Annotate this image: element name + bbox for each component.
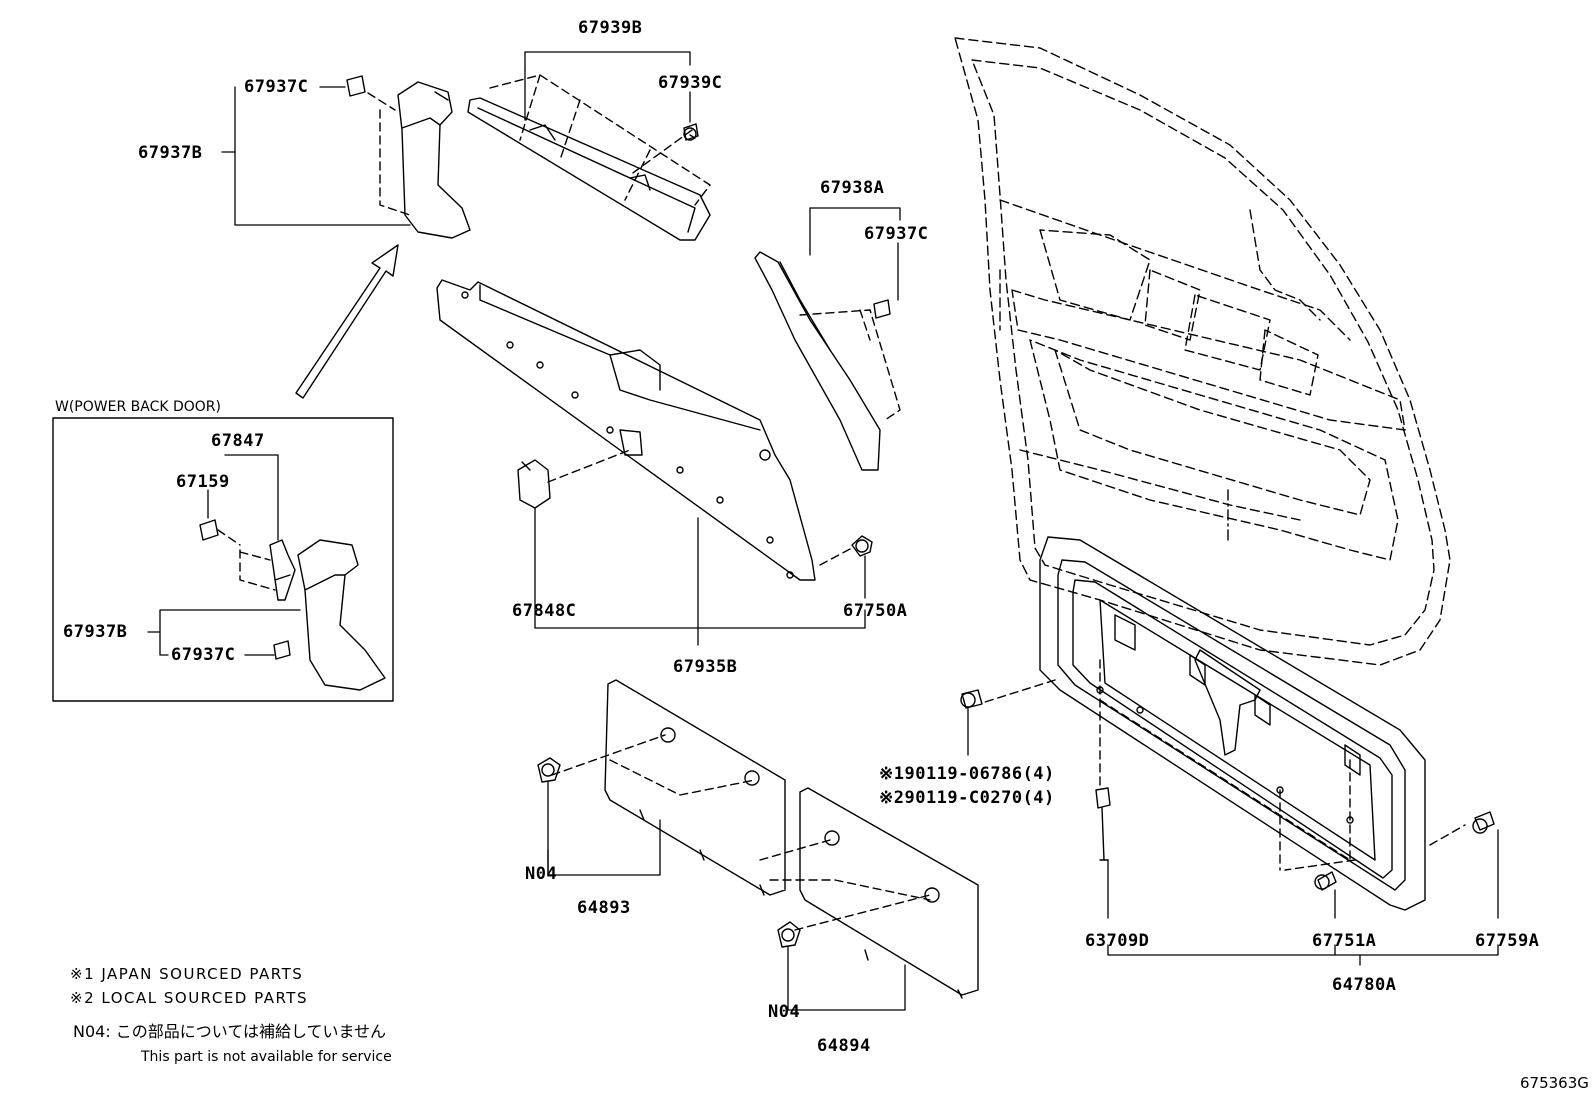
- label-67159: 67159: [176, 472, 230, 492]
- label-67938A: 67938A: [820, 178, 885, 198]
- label-90119-06786: ※190119-06786(4): [879, 764, 1055, 784]
- back-door-lower-board: [1039, 536, 1426, 911]
- clip-67937C-top: [346, 75, 366, 97]
- cable-63709D: [1095, 787, 1111, 861]
- direction-arrow: [295, 244, 399, 399]
- board-64893-dashed: [551, 734, 756, 796]
- label-N04-left: N04: [525, 864, 558, 884]
- board-dashed-guides: [984, 659, 1466, 871]
- label-67751A: 67751A: [1312, 931, 1377, 951]
- label-67937C-top: 67937C: [244, 77, 309, 97]
- lower-trim-dashed: [547, 449, 631, 483]
- label-67937B-inset: 67937B: [63, 622, 128, 642]
- label-67847: 67847: [211, 431, 265, 451]
- clip-N04-left: [537, 757, 561, 783]
- inset-side-garnish: [297, 539, 386, 691]
- note-n04-english: This part is not available for service: [141, 1049, 392, 1065]
- inset-title: W(POWER BACK DOOR): [55, 399, 221, 415]
- lower-trim-67935B: [436, 279, 816, 581]
- label-90119-C0270: ※290119-C0270(4): [879, 788, 1055, 808]
- clip-N04-right: [777, 921, 801, 948]
- back-door-panel: [954, 37, 1451, 666]
- board-64894-dashed: [759, 839, 931, 931]
- label-67939C: 67939C: [658, 73, 723, 93]
- inset-clip-67159: [199, 519, 219, 541]
- side-garnish-67938A-dashed: [799, 309, 901, 421]
- clip-67750A-dashed: [819, 547, 853, 566]
- inset-box: [52, 417, 394, 702]
- label-63709D: 63709D: [1085, 931, 1150, 951]
- label-67937C-mid: 67937C: [864, 224, 929, 244]
- clip-67751A: [1314, 871, 1337, 891]
- board-64894: [799, 787, 979, 999]
- label-67939B: 67939B: [578, 18, 643, 38]
- inset-bracket-67847: [269, 539, 296, 601]
- side-garnish-67938A: [754, 251, 881, 471]
- side-garnish-67937B-top: [397, 81, 471, 239]
- label-N04-right: N04: [768, 1002, 801, 1022]
- label-64894: 64894: [817, 1036, 871, 1056]
- inset-clip-67937C: [273, 640, 291, 660]
- clip-67750A: [851, 535, 873, 557]
- note-n04-japanese: N04: この部品については補給していません: [73, 1022, 387, 1041]
- label-64893: 64893: [577, 898, 631, 918]
- label-67935B: 67935B: [673, 657, 738, 677]
- side-garnish-dashed-top: [367, 92, 411, 216]
- upper-garnish-dashed: [489, 74, 711, 206]
- label-64780A: 64780A: [1332, 975, 1397, 995]
- clip-67939C: [683, 123, 699, 141]
- cap-67848C: [517, 459, 551, 509]
- figure-id: 675363G: [1520, 1074, 1589, 1092]
- clip-67759A: [1472, 811, 1495, 834]
- board-64893: [604, 679, 786, 896]
- note-local-sourced: ※2 LOCAL SOURCED PARTS: [70, 989, 308, 1007]
- leader-lines: [147, 51, 1499, 1011]
- note-japan-sourced: ※1 JAPAN SOURCED PARTS: [70, 965, 304, 983]
- bolt-90119: [960, 689, 983, 709]
- label-67937C-inset: 67937C: [171, 645, 236, 665]
- label-67848C: 67848C: [512, 601, 577, 621]
- inset-dashed: [217, 529, 276, 591]
- label-67750A: 67750A: [843, 601, 908, 621]
- label-67937B-top: 67937B: [138, 143, 203, 163]
- label-67759A: 67759A: [1475, 931, 1540, 951]
- clip-67937C-mid: [873, 299, 891, 319]
- upper-garnish-67939B: [467, 97, 711, 241]
